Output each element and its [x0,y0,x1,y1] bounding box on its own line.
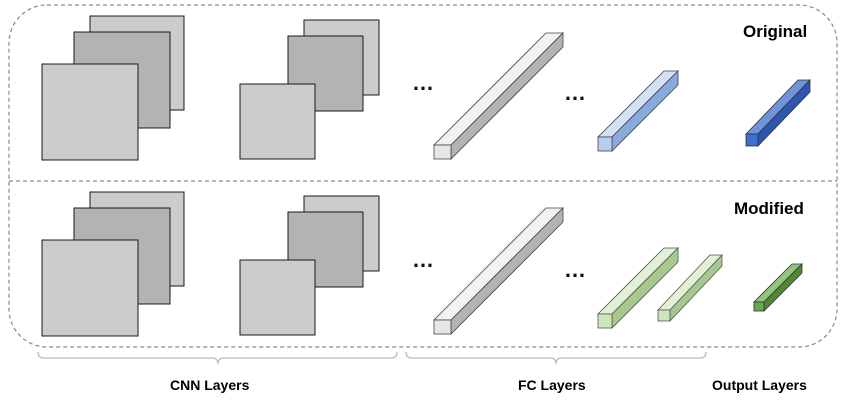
modified-fc-bar-gray [433,207,564,335]
modified-cnn-stack-2 [239,195,380,336]
original-fc-bar-blue [597,70,679,152]
modified-cnn-stack-1 [41,191,185,337]
modified-ellipsis-right: … [564,257,587,282]
output-layers-label: Output Layers [712,377,807,393]
original-cnn-stack-1 [41,15,185,161]
original-ellipsis-left: … [412,70,435,95]
original-ellipsis-right: … [564,80,587,105]
modified-output-bar-green [753,263,803,312]
modified-fc-bar-green-1 [597,247,679,329]
feature-map [41,239,139,337]
original-cnn-stack-2 [239,19,380,160]
original-output-bar-blue [745,79,811,147]
original-row-title: Original [743,22,808,41]
modified-fc-bar-green-2 [657,253,723,323]
fc-layers-label: FC Layers [518,377,586,393]
feature-map [239,83,316,160]
cnn-layers-label: CNN Layers [170,377,250,393]
fc-brace [405,351,707,365]
original-fc-bar-gray [433,32,564,160]
modified-ellipsis-left: … [412,247,435,272]
modified-row-title: Modified [734,199,804,218]
feature-map [239,259,316,336]
cnn-brace [37,351,398,365]
feature-map [41,63,139,161]
outer-frame [8,4,838,348]
